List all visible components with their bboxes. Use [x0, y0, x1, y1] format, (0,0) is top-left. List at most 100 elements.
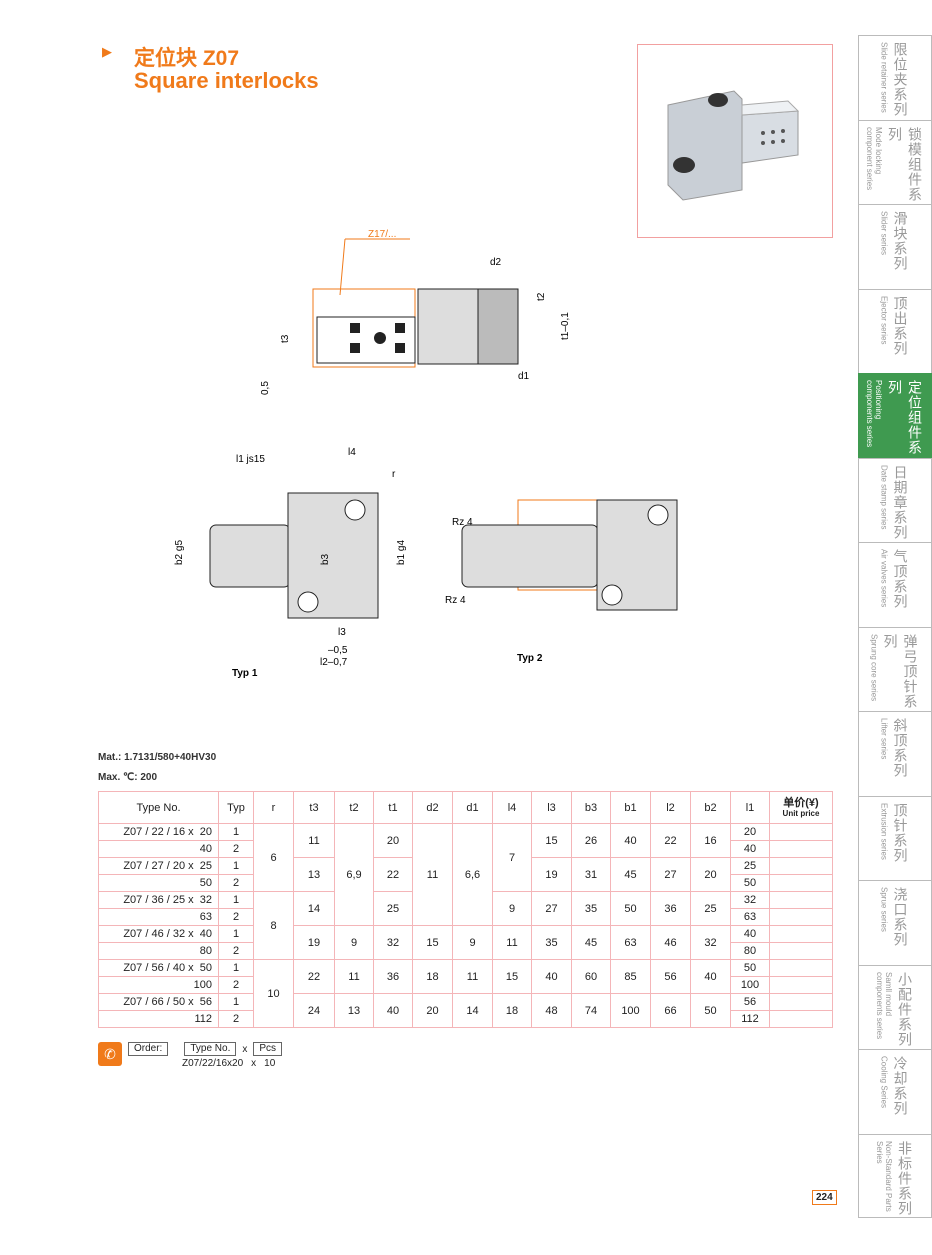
typ2-label: Typ 2	[517, 653, 543, 664]
cell-l1: 20	[730, 823, 770, 841]
example-qty: 10	[264, 1058, 276, 1069]
sidebar-tab-cn: 顶针系列	[892, 802, 909, 863]
cell-b2: 50	[690, 993, 731, 1028]
cell-unit-price	[769, 976, 833, 994]
cell-unit-price	[769, 942, 833, 960]
cell-l1: 63	[730, 908, 770, 926]
cell-b2: 25	[690, 891, 731, 926]
cell-typ: 2	[218, 976, 254, 994]
col-header-l3: l3	[531, 791, 572, 824]
page-title-cn: 定位块 Z07	[134, 47, 240, 70]
cell-b1: 100	[610, 993, 651, 1028]
cell-unit-price	[769, 959, 833, 977]
cell-l3: 19	[531, 857, 572, 892]
example-times: x	[251, 1058, 257, 1069]
cell-type-no: 100	[98, 976, 219, 994]
cell-l1: 50	[730, 959, 770, 977]
sidebar-tab-en: Sprung core series	[869, 633, 879, 701]
dim-l2: l2–0,7	[320, 657, 348, 668]
sidebar-tab-cn: 定位组件系列	[887, 380, 923, 455]
cell-t3: 14	[293, 891, 335, 926]
cell-b3: 26	[571, 823, 611, 858]
sidebar-tab-cn: 斜顶系列	[892, 718, 909, 778]
cell-r: 10	[253, 959, 294, 1028]
cell-t1: 32	[373, 925, 413, 960]
sidebar-tab-en: Sprue series	[879, 887, 889, 932]
col-header-t3: t3	[293, 791, 335, 824]
dim-t1: t1–0,1	[560, 312, 571, 340]
cell-typ: 1	[218, 993, 254, 1011]
type-no-box: Type No.	[184, 1042, 237, 1056]
cell-l3: 27	[531, 891, 572, 926]
cell-unit-price	[769, 840, 833, 858]
cell-l3: 48	[531, 993, 572, 1028]
times-sign: x	[242, 1043, 248, 1055]
cell-t3: 24	[293, 993, 335, 1028]
cell-b1: 50	[610, 891, 651, 926]
sidebar-tab-cn: 锁模组件系列	[887, 126, 923, 202]
cell-l2: 56	[650, 959, 691, 994]
price-header-en: Unit price	[782, 809, 820, 818]
col-header-r: r	[253, 791, 294, 824]
dim-l4: l4	[348, 447, 356, 458]
dim-l3: l3	[338, 627, 346, 638]
dim-b1: b1 g4	[396, 540, 407, 565]
cell-unit-price	[769, 1010, 833, 1028]
cell-l3: 40	[531, 959, 572, 994]
col-header-t1: t1	[373, 791, 413, 824]
cell-b3: 74	[571, 993, 611, 1028]
title-arrow-icon: ▶	[102, 44, 112, 59]
typ1-label: Typ 1	[232, 668, 258, 679]
cell-b2: 40	[690, 959, 731, 994]
cell-l1: 56	[730, 993, 770, 1011]
cell-type-no: Z07 / 22 / 16 x 20	[98, 823, 219, 841]
cell-unit-price	[769, 857, 833, 875]
cell-t3: 19	[293, 925, 335, 960]
col-header-b2: b2	[690, 791, 731, 824]
sidebar-tab-cn: 冷却系列	[892, 1056, 909, 1116]
dim-r: r	[392, 469, 396, 480]
cell-l1: 32	[730, 891, 770, 909]
col-header-t2: t2	[334, 791, 374, 824]
sidebar-tab-en: Cooling Series	[879, 1056, 889, 1109]
cell-l4: 11	[492, 925, 532, 960]
col-header-price: 单价(¥)Unit price	[769, 791, 833, 824]
cell-t3: 13	[293, 857, 335, 892]
sidebar-tab-en: Air valves series	[879, 549, 889, 608]
col-header-b1: b1	[610, 791, 651, 824]
col-header-b3: b3	[571, 791, 611, 824]
cell-typ: 2	[218, 942, 254, 960]
cell-b2: 16	[690, 823, 731, 858]
dim-b3: b3	[320, 553, 331, 565]
cell-b1: 45	[610, 857, 651, 892]
col-header-d1: d1	[452, 791, 493, 824]
dim-l2-tol: –0,5	[328, 645, 348, 656]
cell-b1: 63	[610, 925, 651, 960]
cell-t1: 25	[373, 891, 413, 926]
cell-typ: 1	[218, 823, 254, 841]
sidebar-tab-en: Extrusion series	[879, 802, 889, 860]
sidebar-tab-cn: 小配件系列	[897, 971, 913, 1047]
cell-l1: 50	[730, 874, 770, 892]
cell-t3: 11	[293, 823, 335, 858]
sidebar-tab-en: Slide retainer series	[879, 42, 889, 113]
col-header-l4: l4	[492, 791, 532, 824]
